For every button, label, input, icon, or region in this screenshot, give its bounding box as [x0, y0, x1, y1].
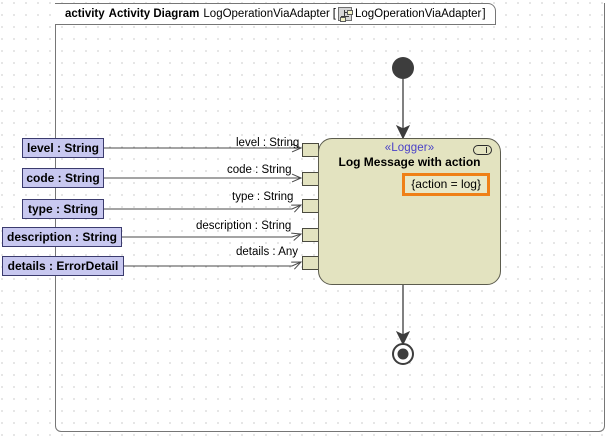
input-pin[interactable]	[302, 199, 319, 213]
frame-diagram-name: LogOperationViaAdapter	[203, 8, 330, 20]
activity-parameter-node[interactable]: type : String	[22, 199, 104, 219]
activity-parameter-node[interactable]: details : ErrorDetail	[2, 256, 124, 276]
input-pin[interactable]	[302, 143, 319, 157]
node-stereotype-label: «Logger»	[384, 142, 435, 154]
input-pin[interactable]	[302, 256, 319, 270]
object-flow-label: description : String	[196, 220, 292, 232]
frame-context-name: LogOperationViaAdapter	[355, 8, 482, 20]
node-title-label: Log Message with action	[338, 155, 481, 169]
activity-parameter-node[interactable]: code : String	[22, 168, 104, 188]
behavior-rake-badge-icon	[473, 145, 492, 155]
object-flow-label: code : String	[227, 164, 292, 176]
frame-bracket-close: ]	[482, 8, 486, 20]
frame-type-label: Activity Diagram	[108, 8, 200, 20]
activity-parameter-node[interactable]: description : String	[2, 227, 122, 247]
input-pin[interactable]	[302, 228, 319, 242]
frame-bracket-open: [	[332, 8, 336, 20]
object-flow-label: type : String	[232, 191, 294, 203]
activity-parameter-node[interactable]: level : String	[22, 138, 104, 158]
activity-diagram-icon	[338, 7, 353, 22]
activity-node-log-message[interactable]: «Logger» Log Message with action {action…	[318, 138, 501, 285]
object-flow-label: details : Any	[236, 246, 299, 258]
node-constraint-badge: {action = log}	[402, 173, 490, 196]
input-pin[interactable]	[302, 172, 319, 186]
diagram-frame-header[interactable]: activity Activity Diagram LogOperationVi…	[55, 3, 496, 25]
object-flow-label: level : String	[236, 137, 300, 149]
frame-kind-label: activity	[65, 8, 105, 20]
